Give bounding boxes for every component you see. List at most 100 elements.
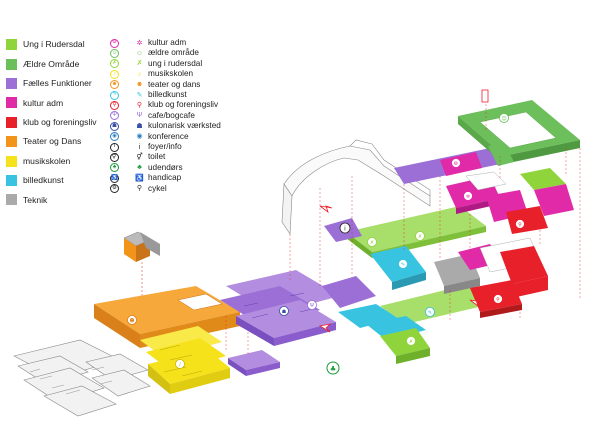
icon-legend-item: ☗☗kulonarisk værksted xyxy=(110,121,221,131)
block-upper-floor: ⚙ ✲ ⚲ xyxy=(394,146,574,234)
block-ung-i-rudersdal: ✗ ✗ ✎ xyxy=(346,206,486,290)
svg-text:✗: ✗ xyxy=(409,339,413,345)
svg-text:☗: ☗ xyxy=(282,309,287,315)
block-faelles-funktioner: ☗ Ψ xyxy=(220,270,376,376)
legend-glyph-icon: ☗ xyxy=(136,122,143,130)
block-aeldre-omrade: ☺ xyxy=(458,100,580,166)
legend-label: Fælles Funktioner xyxy=(23,78,92,89)
legend-label: Teknik xyxy=(23,194,48,205)
legend-circle-icon: ⚲ xyxy=(110,101,119,111)
legend-glyph-icon: ♣ xyxy=(137,164,142,172)
legend-circle-icon: Ψ xyxy=(110,111,119,121)
block-foyer: i xyxy=(324,218,362,242)
legend-glyph-icon: ☺ xyxy=(135,50,144,58)
icon-legend-icons: ♪♪ xyxy=(110,69,144,79)
legend-swatch xyxy=(6,39,17,51)
legend-item-kultur: kultur adm xyxy=(6,93,97,112)
legend-glyph-icon: ♪ xyxy=(137,70,142,78)
legend-label: Teater og Dans xyxy=(23,136,82,147)
legend-item-faelles: Fælles Funktioner xyxy=(6,74,97,93)
icon-legend-item: ⚥⚥ toilet xyxy=(110,152,221,162)
svg-text:Ψ: Ψ xyxy=(310,303,314,309)
svg-text:⚙: ⚙ xyxy=(454,161,459,167)
icon-legend-item: ♣♣udendørs xyxy=(110,163,221,173)
legend-label: kultur adm xyxy=(23,97,64,108)
icon-legend-icons: ☺☺ xyxy=(110,49,144,59)
icon-legend-item: ⚙⚲cykel xyxy=(110,183,221,194)
legend-glyph-icon: i xyxy=(138,143,141,151)
legend-glyph-icon: ✗ xyxy=(136,60,143,68)
legend-item-klub: klub og foreningsliv xyxy=(6,113,97,132)
legend-glyph-icon: ☻ xyxy=(135,81,144,89)
icon-legend-label: teater og dans xyxy=(148,79,201,89)
legend-circle-icon: ✎ xyxy=(110,90,119,100)
existing-building-outline xyxy=(13,339,151,417)
icon-legend-icons: ⚙⚲ xyxy=(110,184,144,194)
svg-text:♪: ♪ xyxy=(178,362,181,368)
legend-swatch xyxy=(6,194,17,206)
legend-glyph-icon: ♿ xyxy=(135,174,144,182)
legend-label: billedkunst xyxy=(23,175,64,186)
legend-circle-icon: ☺ xyxy=(110,49,119,59)
icon-legend-icons: ♿♿ xyxy=(110,173,144,183)
legend-item-teknik: Teknik xyxy=(6,190,97,209)
alignment-lines xyxy=(225,96,581,356)
legend-item-billed: billedkunst xyxy=(6,171,97,190)
legend-swatch xyxy=(6,155,17,167)
icon-legend-label: musikskolen xyxy=(148,69,194,79)
icon-legend-label: toilet xyxy=(148,152,166,162)
icon-legend-label: ung i rudersdal xyxy=(148,58,203,68)
legend-circle-icon: ✗ xyxy=(110,59,119,69)
icon-legend-label: konference xyxy=(148,131,189,141)
block-lower-wing: ✎ ✗ xyxy=(338,284,500,364)
entry-arrow-icon xyxy=(481,89,489,103)
legend-glyph-icon: Ψ xyxy=(136,112,143,120)
icon-legend-label: kulonarisk værksted xyxy=(148,121,221,131)
icon-legend-icons: ⚲⚲ xyxy=(110,101,144,111)
icon-legend-item: ⚲⚲klub og foreningsliv xyxy=(110,100,221,111)
icon-legend-item: ♪♪musikskolen xyxy=(110,69,221,79)
legend-glyph-icon: ⚥ xyxy=(136,153,143,161)
legend-item-teater: Teater og Dans xyxy=(6,132,97,151)
icon-legend-label: handicap xyxy=(148,173,182,183)
entry-arrows xyxy=(318,89,489,333)
svg-text:⚲: ⚲ xyxy=(496,297,500,303)
icon-legend-label: udendørs xyxy=(148,162,183,172)
legend-glyph-icon: ⚲ xyxy=(136,102,143,110)
legend-glyph-icon: ⚲ xyxy=(136,185,143,193)
legend-circle-icon: ♪ xyxy=(110,69,119,79)
icon-legend-icons: ✗✗ xyxy=(110,59,144,69)
legend-swatch xyxy=(6,174,17,186)
legend-label: Ung i Rudersdal xyxy=(23,39,85,50)
icon-legend-label: billedkunst xyxy=(148,90,187,100)
svg-text:☺: ☺ xyxy=(501,115,506,122)
block-musikskolen: ♪ xyxy=(140,326,230,394)
legend-label: musikskolen xyxy=(23,155,71,166)
icon-legend-item: ☺☺ældre område xyxy=(110,48,221,59)
legend-circle-icon: ☻ xyxy=(110,80,119,90)
icon-legend-label: foyer/info xyxy=(148,142,182,151)
icon-legend-item: ✎ ✎ billedkunst xyxy=(110,90,221,100)
legend-glyph-icon: ✲ xyxy=(136,39,143,47)
entry-arrow-icon xyxy=(469,299,483,308)
category-legend: Ung i Rudersdal Ældre Område Fælles Funk… xyxy=(6,35,97,210)
icon-legend-item: ✗✗ung i rudersdal xyxy=(110,59,221,69)
floating-block xyxy=(123,231,160,300)
svg-text:✎: ✎ xyxy=(401,262,405,268)
icon-legend-label: ældre område xyxy=(148,48,199,58)
legend-glyph-icon: ◉ xyxy=(136,133,143,141)
icon-legend-item: ⚙✲kultur adm xyxy=(110,38,221,48)
legend-circle-icon: ⚙ xyxy=(110,38,119,48)
icon-legend: ⚙✲kultur adm☺☺ældre område✗✗ung i ruders… xyxy=(110,38,221,194)
icon-legend-label: klub og foreningsliv xyxy=(148,100,219,110)
legend-swatch xyxy=(6,77,17,89)
icon-legend-icons: ⚥⚥ xyxy=(110,152,144,162)
svg-text:✗: ✗ xyxy=(418,234,422,240)
svg-text:♣: ♣ xyxy=(330,365,336,373)
icon-legend-item: ☻ ☻ teater og dans xyxy=(110,80,221,90)
legend-glyph-icon: ✎ xyxy=(136,91,143,99)
svg-text:✲: ✲ xyxy=(466,194,471,200)
